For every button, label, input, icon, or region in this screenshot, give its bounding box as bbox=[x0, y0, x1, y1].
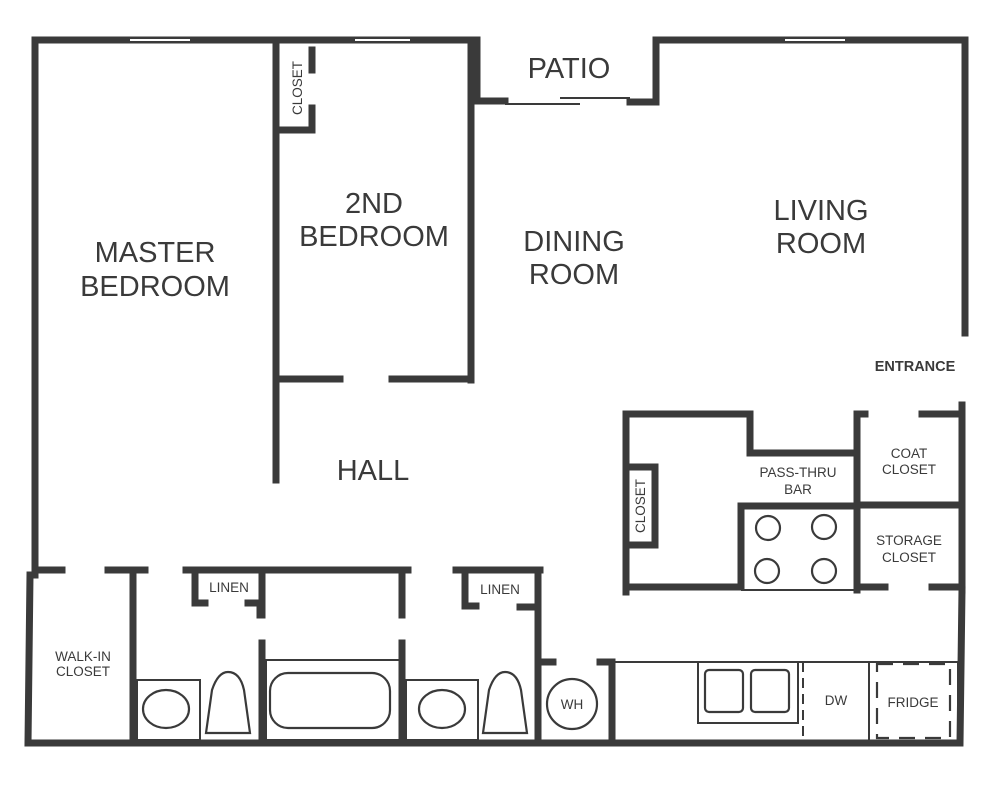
burner-icon bbox=[810, 513, 838, 541]
tub-surround bbox=[265, 659, 401, 741]
label-pass-thru-2: BAR bbox=[784, 482, 812, 497]
label-dining-1: DINING bbox=[523, 226, 625, 258]
sink-2-icon bbox=[417, 688, 467, 730]
label-storage-1: STORAGE bbox=[876, 533, 942, 548]
label-storage-2: CLOSET bbox=[882, 550, 936, 565]
outer-walls bbox=[24, 36, 969, 747]
label-coat-1: COAT bbox=[891, 446, 928, 461]
label-walkin-2: CLOSET bbox=[56, 664, 110, 679]
label-dining-2: ROOM bbox=[529, 259, 619, 291]
label-2nd-1: 2ND bbox=[345, 188, 403, 220]
sink-counter-2 bbox=[405, 679, 479, 741]
toilet-2-icon bbox=[481, 670, 529, 735]
sink-basin bbox=[697, 661, 799, 724]
label-closet-bedroom: CLOSET bbox=[290, 61, 305, 115]
label-entrance: ENTRANCE bbox=[875, 359, 956, 375]
label-living-1: LIVING bbox=[773, 195, 868, 227]
patio-walls bbox=[473, 36, 660, 106]
fixtures bbox=[136, 513, 959, 743]
label-patio: PATIO bbox=[528, 53, 611, 85]
bath-walls bbox=[31, 566, 616, 744]
label-living-2: ROOM bbox=[776, 228, 866, 260]
sink-counter-1 bbox=[136, 679, 201, 741]
burner-icon bbox=[753, 557, 781, 585]
bathtub-icon bbox=[268, 671, 392, 730]
label-walkin-1: WALK-IN bbox=[55, 649, 111, 664]
label-linen-1: LINEN bbox=[209, 580, 249, 595]
fridge-icon bbox=[875, 662, 952, 740]
kitchen-walls bbox=[622, 410, 966, 596]
label-linen-2: LINEN bbox=[480, 582, 520, 597]
burner-icon bbox=[754, 514, 782, 542]
label-pass-thru-1: PASS-THRU bbox=[759, 465, 836, 480]
label-hall: HALL bbox=[337, 455, 410, 487]
label-coat-2: CLOSET bbox=[882, 462, 936, 477]
label-master-2: BEDROOM bbox=[80, 271, 230, 303]
water-heater-icon bbox=[545, 677, 599, 731]
burner-icon bbox=[810, 557, 838, 585]
label-wh: WH bbox=[561, 697, 584, 712]
bedroom-walls bbox=[272, 36, 475, 484]
sink-left-icon bbox=[703, 668, 745, 714]
label-fridge: FRIDGE bbox=[887, 695, 938, 710]
sink-right-icon bbox=[749, 668, 791, 714]
labels: MASTER BEDROOM 2ND BEDROOM CLOSET PATIO … bbox=[55, 53, 955, 712]
label-dw: DW bbox=[825, 693, 848, 708]
toilet-1-icon bbox=[204, 670, 252, 735]
label-master-1: MASTER bbox=[95, 237, 216, 269]
label-2nd-2: BEDROOM bbox=[299, 221, 449, 253]
label-closet-kitchen: CLOSET bbox=[633, 479, 648, 533]
sink-1-icon bbox=[141, 688, 191, 730]
